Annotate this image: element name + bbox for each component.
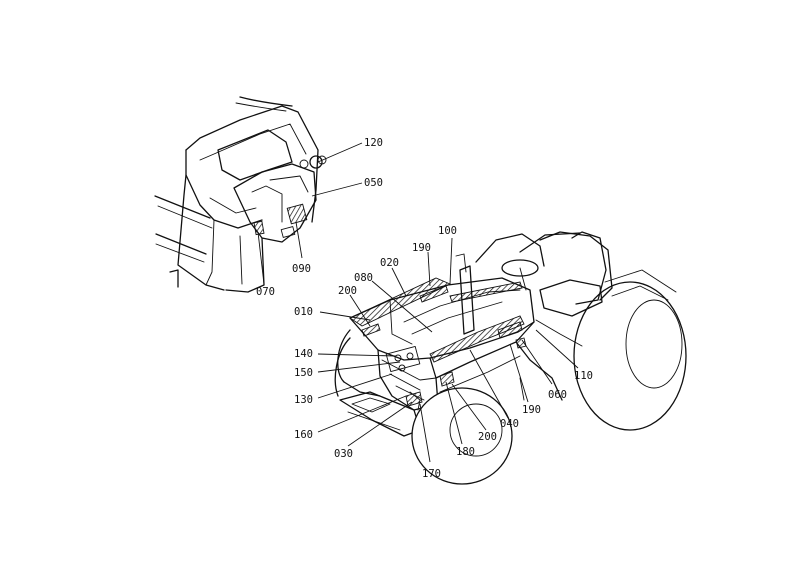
callout-100: 100 <box>438 225 457 237</box>
callout-020: 020 <box>380 257 399 269</box>
callout-040: 040 <box>500 418 519 430</box>
callout-190-top: 190 <box>412 242 431 254</box>
callout-070: 070 <box>256 286 275 298</box>
callout-130: 130 <box>294 394 313 406</box>
callout-010: 010 <box>294 306 313 318</box>
callout-110: 110 <box>574 370 593 382</box>
front-tire <box>411 387 513 485</box>
callout-190-bottom: 190 <box>522 404 541 416</box>
dashboard-inset-drawing <box>154 96 327 293</box>
callout-080: 080 <box>354 272 373 284</box>
callout-labels: 120 050 090 070 100 190 020 080 200 010 … <box>256 137 593 480</box>
callout-140: 140 <box>294 348 313 360</box>
callout-030: 030 <box>334 448 353 460</box>
callout-060: 060 <box>548 389 567 401</box>
callout-180: 180 <box>456 446 475 458</box>
tractor-drawing <box>334 231 687 485</box>
callout-090: 090 <box>292 263 311 275</box>
callout-050: 050 <box>364 177 383 189</box>
callout-150: 150 <box>294 367 313 379</box>
callout-160: 160 <box>294 429 313 441</box>
callout-170: 170 <box>422 468 441 480</box>
leader-lines <box>257 142 579 463</box>
callout-200-bottom: 200 <box>478 431 497 443</box>
callout-120: 120 <box>364 137 383 149</box>
callout-200-top: 200 <box>338 285 357 297</box>
rear-tire <box>573 281 687 431</box>
